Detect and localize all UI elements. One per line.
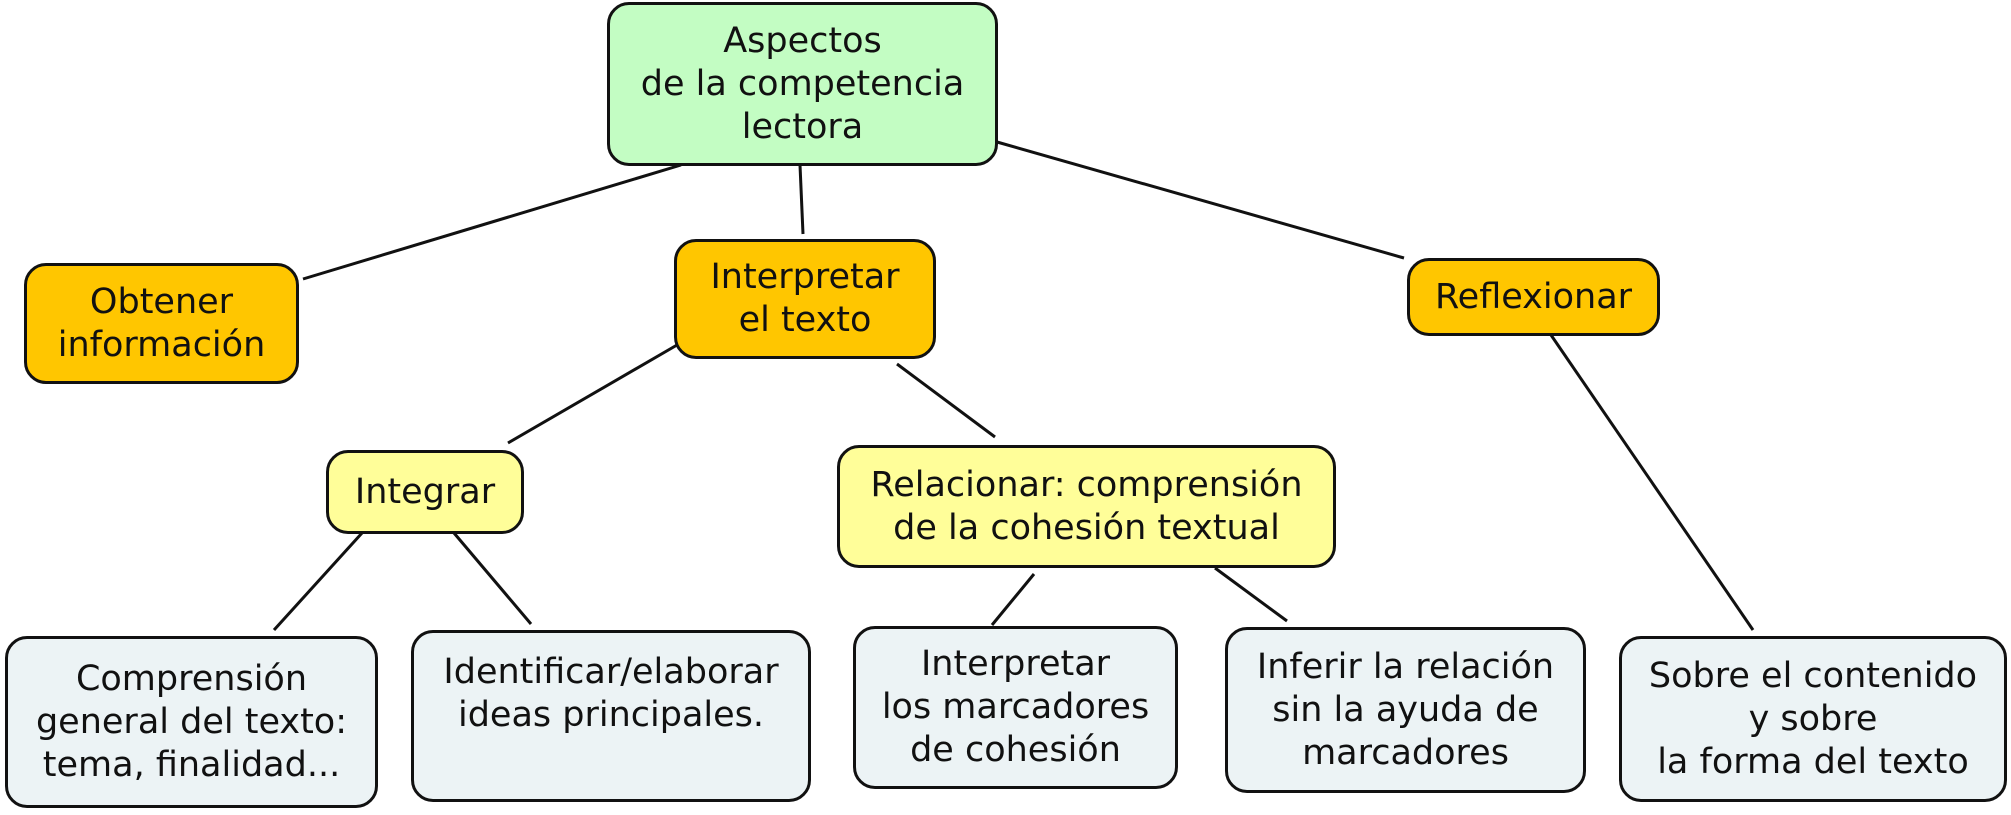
- connector-reflexionar-sobre: [1549, 334, 1755, 631]
- node-sobre-contenido: Sobre el contenido y sobre la forma del …: [1619, 636, 2007, 802]
- connector-relacionar-marcadores: [990, 573, 1036, 626]
- connector-interpretar-integrar: [507, 343, 678, 445]
- connector-relacionar-inferir: [1214, 566, 1288, 623]
- node-relacionar: Relacionar: comprensión de la cohesión t…: [837, 445, 1336, 568]
- connector-interpretar-relacionar: [896, 362, 996, 439]
- node-inferir-relacion: Inferir la relación sin la ayuda de marc…: [1225, 627, 1586, 793]
- node-interpretar-texto: Interpretar el texto: [674, 239, 936, 359]
- connector-root-obtener: [302, 163, 682, 281]
- node-root: Aspectos de la competencia lectora: [607, 2, 998, 166]
- connector-root-reflexionar: [996, 140, 1405, 260]
- connector-integrar-identificar: [452, 532, 533, 625]
- node-comprension-general: Comprensión general del texto: tema, fin…: [5, 636, 378, 808]
- connector-root-interpretar: [798, 164, 805, 235]
- node-identificar-ideas: Identificar/elaborar ideas principales.: [411, 630, 811, 802]
- node-integrar: Integrar: [326, 450, 524, 534]
- node-interpretar-marcadores: Interpretar los marcadores de cohesión: [853, 626, 1178, 789]
- node-obtener-informacion: Obtener información: [24, 263, 299, 384]
- connector-integrar-comprension: [272, 531, 364, 632]
- node-reflexionar: Reflexionar: [1407, 258, 1660, 336]
